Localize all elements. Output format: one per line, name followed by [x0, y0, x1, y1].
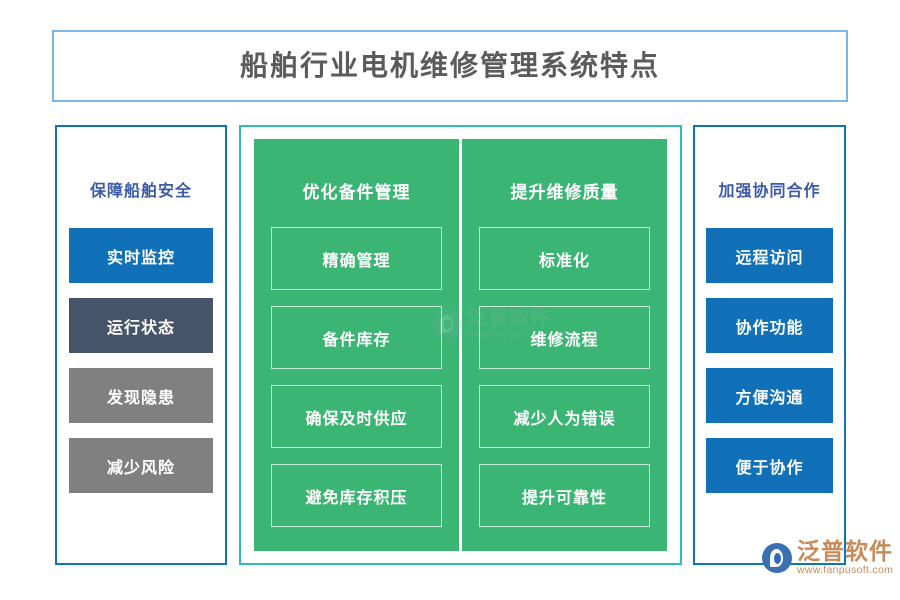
- green-column-2-stack: 标准化 维修流程 减少人为错误 提升可靠性: [479, 227, 650, 527]
- left-card-3[interactable]: 发现隐患: [69, 368, 213, 423]
- green-1-card-2[interactable]: 备件库存: [271, 306, 442, 369]
- left-column-heading: 保障船舶安全: [89, 183, 192, 200]
- green-column-spares: 优化备件管理 精确管理 备件库存 确保及时供应 避免库存积压: [254, 139, 459, 551]
- green-2-card-1[interactable]: 标准化: [479, 227, 650, 290]
- green-column-quality: 提升维修质量 标准化 维修流程 减少人为错误 提升可靠性: [462, 139, 667, 551]
- green-2-card-4[interactable]: 提升可靠性: [479, 464, 650, 527]
- right-card-1[interactable]: 远程访问: [706, 228, 833, 283]
- panel-left-safety: 保障船舶安全 实时监控 运行状态 发现隐患 减少风险: [55, 125, 227, 565]
- center-green-columns: 优化备件管理 精确管理 备件库存 确保及时供应 避免库存积压 提升维修质量 标准…: [241, 127, 680, 563]
- right-card-4[interactable]: 便于协作: [706, 438, 833, 493]
- right-column-heading: 加强协同合作: [718, 183, 821, 200]
- panel-right-collaboration: 加强协同合作 远程访问 协作功能 方便沟通 便于协作: [693, 125, 846, 565]
- left-card-1[interactable]: 实时监控: [69, 228, 213, 283]
- green-2-card-3[interactable]: 减少人为错误: [479, 385, 650, 448]
- panel-center: 优化备件管理 精确管理 备件库存 确保及时供应 避免库存积压 提升维修质量 标准…: [239, 125, 682, 565]
- left-card-2[interactable]: 运行状态: [69, 298, 213, 353]
- right-card-3[interactable]: 方便沟通: [706, 368, 833, 423]
- left-card-4[interactable]: 减少风险: [69, 438, 213, 493]
- watermark-corner-url: www.fanpusoft.com: [797, 564, 894, 576]
- green-1-card-3[interactable]: 确保及时供应: [271, 385, 442, 448]
- green-column-1-stack: 精确管理 备件库存 确保及时供应 避免库存积压: [271, 227, 442, 527]
- left-card-stack: 实时监控 运行状态 发现隐患 减少风险: [57, 228, 225, 493]
- page-title: 船舶行业电机维修管理系统特点: [239, 50, 660, 81]
- green-1-card-1[interactable]: 精确管理: [271, 227, 442, 290]
- green-column-2-heading: 提升维修质量: [510, 183, 619, 202]
- green-2-card-2[interactable]: 维修流程: [479, 306, 650, 369]
- green-column-1-heading: 优化备件管理: [302, 183, 411, 202]
- page-title-box: 船舶行业电机维修管理系统特点: [52, 30, 848, 102]
- right-card-stack: 远程访问 协作功能 方便沟通 便于协作: [695, 228, 844, 493]
- green-1-card-4[interactable]: 避免库存积压: [271, 464, 442, 527]
- right-card-2[interactable]: 协作功能: [706, 298, 833, 353]
